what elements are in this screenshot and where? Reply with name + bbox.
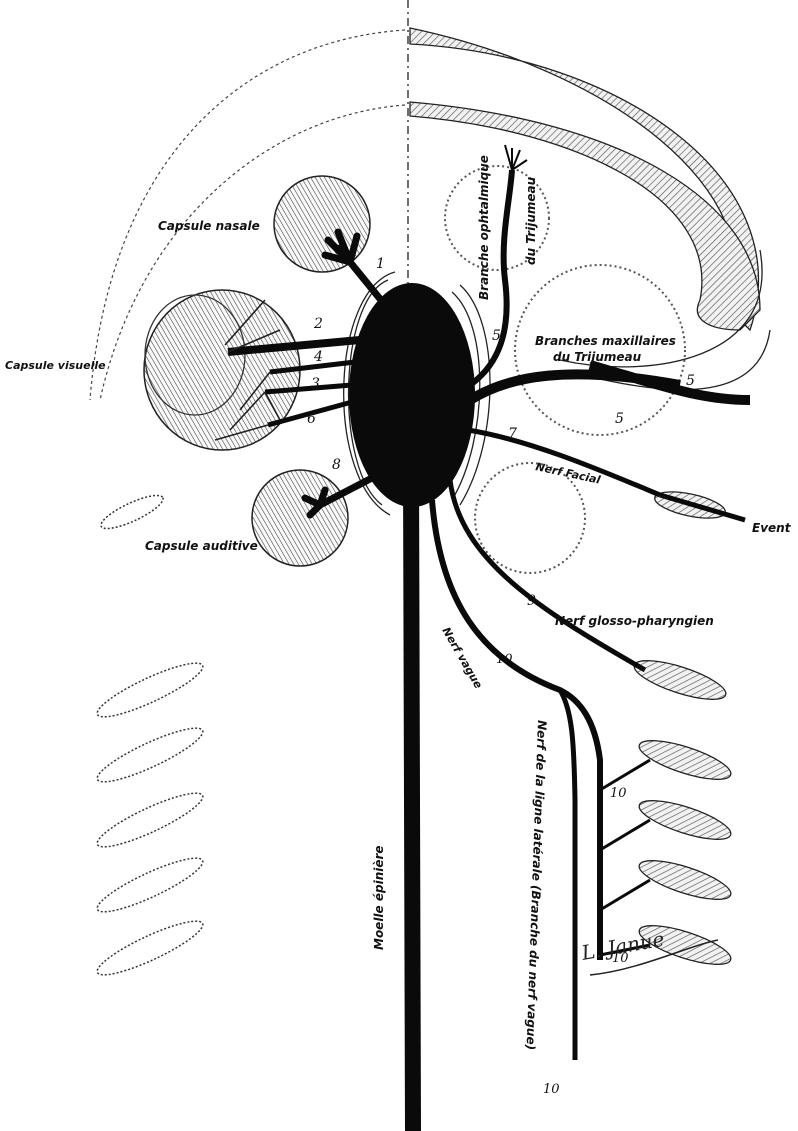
number-1: 1 — [376, 256, 385, 272]
number-9: 9 — [527, 593, 536, 609]
number-5a: 5 — [492, 328, 501, 344]
number-5c: 5 — [615, 411, 624, 427]
nerve-7-facial — [468, 430, 745, 520]
gill-slit-4 — [635, 853, 734, 907]
number-7: 7 — [508, 426, 517, 442]
label-du-trijumeau-2: du Trijumeau — [553, 350, 642, 364]
number-5b: 5 — [686, 373, 695, 389]
nerve-5-maxillary — [470, 365, 750, 400]
label-capsule-visuelle: Capsule visuelle — [5, 359, 106, 372]
gill-slit-1 — [630, 653, 729, 707]
hatched-arc-inner — [410, 102, 760, 330]
number-10d: 10 — [543, 1082, 560, 1097]
label-nerf-ligne-laterale: Nerf de la ligne latérale (Branche du ne… — [523, 720, 549, 1050]
capsule-nasale — [274, 176, 370, 272]
number-3: 3 — [311, 376, 320, 392]
number-4: 4 — [313, 349, 323, 365]
spinal-cord — [403, 470, 421, 1131]
nerve-10-lateral-line — [560, 690, 575, 1060]
dotted-ellipse-1 — [97, 489, 166, 534]
gill-slit-2 — [635, 733, 734, 787]
label-branche-ophtalmique: Branche ophtalmique — [477, 155, 491, 300]
number-8: 8 — [332, 457, 341, 473]
dotted-ellipse-3 — [92, 720, 207, 791]
label-event: Event — [752, 521, 792, 535]
dotted-ellipse-5 — [92, 850, 207, 921]
label-du-trijumeau: du Trijumeau — [524, 176, 538, 265]
dotted-ellipse-4 — [92, 785, 207, 856]
nerve-9 — [450, 480, 645, 670]
number-10b: 10 — [610, 786, 627, 801]
dotted-ellipse-2 — [92, 655, 207, 726]
number-10a: 10 — [496, 652, 513, 667]
label-nerf-facial: Nerf Facial — [534, 460, 601, 486]
label-moelle-epiniere: Moelle épinière — [372, 845, 386, 950]
label-capsule-auditive: Capsule auditive — [145, 539, 258, 553]
label-nerf-glosso: Nerf glosso-pharyngien — [555, 614, 714, 628]
number-2: 2 — [313, 316, 323, 332]
dotted-ellipse-6 — [92, 913, 207, 984]
label-branches-maxillaires: Branches maxillaires — [535, 334, 676, 348]
capsule-auditive — [252, 470, 348, 566]
label-capsule-nasale: Capsule nasale — [158, 219, 260, 233]
gill-slit-3 — [635, 793, 734, 847]
number-6: 6 — [307, 411, 316, 427]
